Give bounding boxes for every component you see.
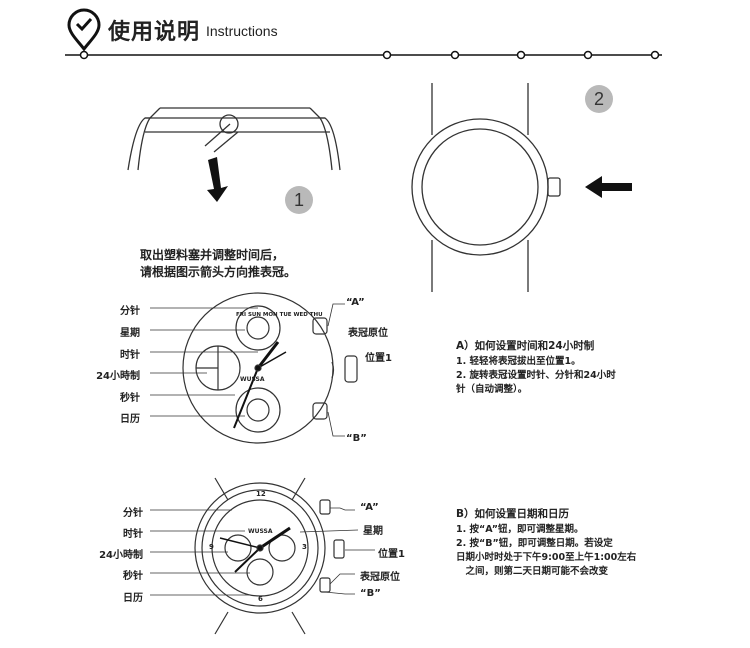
instructions-a-line-1: 1. 轻轻将表冠拔出至位置1。 [456, 356, 581, 367]
instructions-b-line-3: 日期小时时处于下午9:00至上午1:00左右 [456, 552, 637, 563]
location-pin-icon [67, 8, 101, 52]
watch1-leader-lines [150, 303, 345, 437]
w1-label-weekday: 星期 [120, 328, 140, 339]
page-subtitle: Instructions [206, 23, 278, 39]
step2-watch-front [411, 83, 561, 292]
instructions-b-line-2: 2. 按“B”钮，即可调整日期。若设定 [456, 538, 613, 549]
instructions-b: B）如何设置日期和日历 1. 按“A”钮，即可调整星期。 2. 按“B”钮，即可… [456, 506, 636, 579]
w2-label-button-b: “B” [360, 588, 381, 599]
w2-label-24h: 24小時制 [99, 550, 143, 561]
w2-dial-9: 9 [209, 543, 214, 551]
w1-label-calendar: 日历 [120, 414, 140, 425]
instructions-b-line-4: 之间，则第二天日期可能不会改变 [456, 566, 609, 577]
push-left-arrow-icon [585, 176, 632, 198]
step2-badge: 2 [585, 85, 613, 113]
push-arrow-icon [207, 157, 228, 202]
caption-line-2: 请根据图示箭头方向推表冠。 [140, 265, 297, 279]
w1-label-crown-home: 表冠原位 [348, 328, 388, 339]
w2-label-minute-hand: 分针 [123, 508, 143, 519]
instructions-a-title: A）如何设置时间和24小时制 [456, 340, 595, 352]
step1-caption: 取出塑料塞并调整时间后， 请根据图示箭头方向推表冠。 [140, 247, 296, 281]
w2-label-position1: 位置1 [378, 549, 405, 560]
w1-label-button-a: “A” [346, 297, 365, 308]
w2-label-weekday: 星期 [363, 526, 383, 537]
w2-dial-3: 3 [302, 543, 307, 551]
caption-line-1: 取出塑料塞并调整时间后， [140, 248, 285, 262]
w2-label-crown-home: 表冠原位 [360, 572, 400, 583]
w1-label-second-hand: 秒针 [120, 393, 140, 404]
step1-case-sideview [127, 107, 341, 171]
instructions-a-line-3: 针（自动调整）。 [456, 384, 528, 395]
w2-label-second-hand: 秒针 [123, 571, 143, 582]
w2-dial-6: 6 [258, 595, 263, 603]
w2-label-button-a: “A” [360, 502, 379, 513]
step1-badge: 1 [285, 186, 313, 214]
watch2-leader-lines [150, 507, 375, 596]
instructions-a-line-2: 2. 旋转表冠设置时针、分针和24小时 [456, 370, 616, 381]
w2-label-calendar: 日历 [123, 593, 143, 604]
instructions-b-line-1: 1. 按“A”钮，即可调整星期。 [456, 524, 584, 535]
watch2-dial [194, 477, 345, 635]
w1-label-position1: 位置1 [365, 353, 392, 364]
w1-day-ring: FRI SUN MON TUE WED THU [236, 312, 323, 318]
watch1-dial [182, 292, 358, 444]
w2-dial-12: 12 [256, 490, 266, 498]
w1-label-minute-hand: 分针 [120, 306, 140, 317]
w1-brand: WUSSA [240, 376, 265, 383]
w1-label-hour-hand: 时针 [120, 350, 140, 361]
w1-label-24h: 24小時制 [96, 371, 140, 382]
timeline-line [65, 50, 662, 60]
page-title: 使用说明 [108, 20, 201, 45]
w2-brand: WUSSA [248, 528, 273, 535]
w2-label-hour-hand: 时针 [123, 529, 143, 540]
w1-label-button-b: “B” [346, 433, 367, 444]
instructions-a: A）如何设置时间和24小时制 1. 轻轻将表冠拔出至位置1。 2. 旋转表冠设置… [456, 338, 616, 397]
instructions-b-title: B）如何设置日期和日历 [456, 508, 570, 520]
